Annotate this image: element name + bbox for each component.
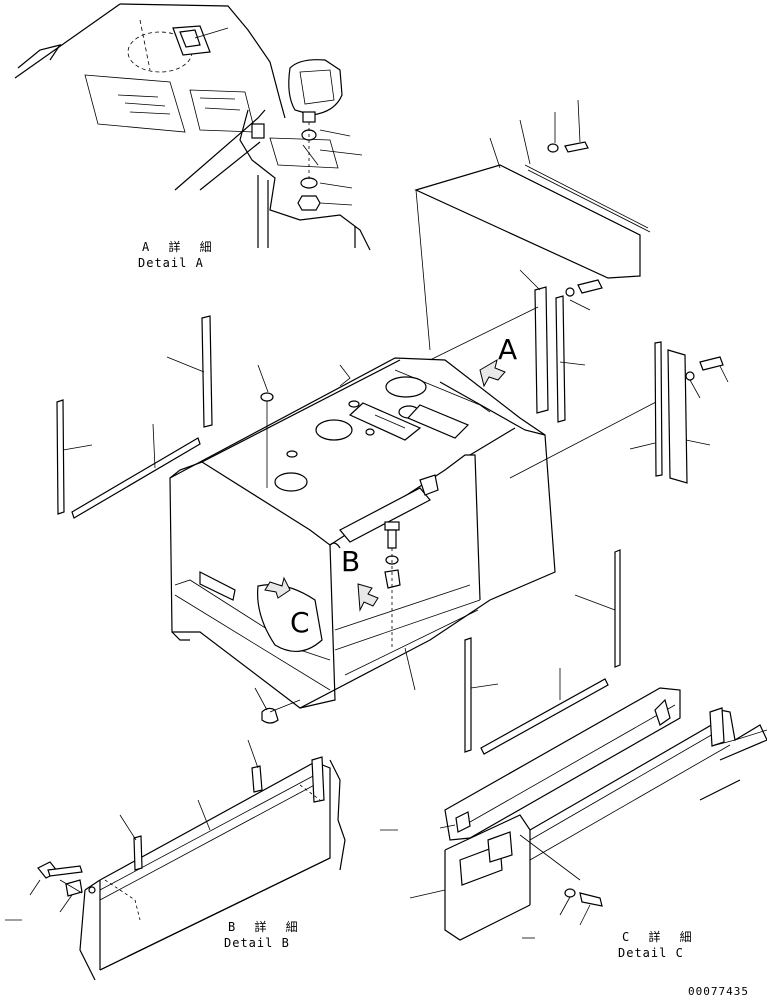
marker-b: B: [341, 545, 361, 578]
arrow-markers: [264, 358, 506, 612]
detail-c-drawing: [380, 687, 767, 941]
main-cover-box: [169, 357, 556, 724]
detail-c-title: C 詳 細: [622, 930, 698, 944]
detail-a-drawing: [14, 3, 371, 251]
detail-a-subtitle: Detail A: [138, 256, 204, 270]
detail-a-title: A 詳 細: [142, 240, 218, 254]
detail-b-title: B 詳 細: [228, 920, 304, 934]
side-seal-strips: [56, 269, 729, 755]
detail-b-subtitle: Detail B: [224, 936, 290, 950]
marker-a: A: [498, 333, 518, 366]
drawing-number: 00077435: [688, 985, 749, 998]
detail-b-drawing: [5, 739, 346, 981]
detail-c-subtitle: Detail C: [618, 946, 684, 960]
marker-c: C: [290, 606, 310, 639]
top-panel-parts: [414, 99, 651, 351]
